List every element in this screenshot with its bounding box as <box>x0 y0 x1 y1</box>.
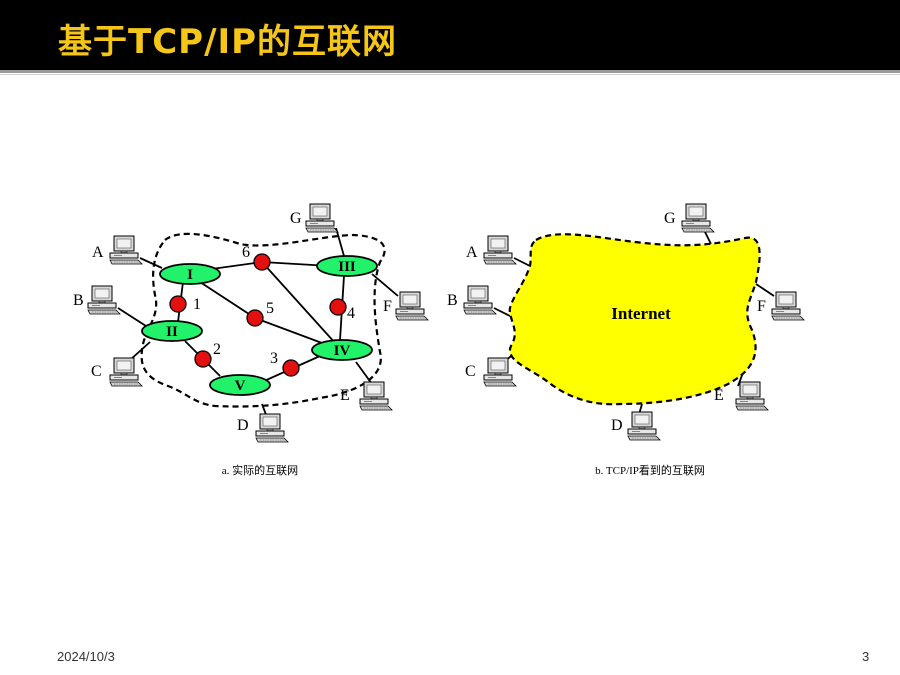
host-label-c: C <box>91 363 102 380</box>
router-labels-a: I II III IV V <box>166 259 356 394</box>
link-nodes-a <box>169 253 347 377</box>
host-label-a: A <box>466 244 478 261</box>
host-labels-a: A B C D E F G <box>73 210 392 434</box>
title-divider <box>0 70 900 73</box>
computer-icon <box>109 357 143 387</box>
title-divider-thin <box>0 74 900 75</box>
router-label-ii: II <box>166 324 178 340</box>
router-label-v: V <box>235 378 246 394</box>
link-label-5: 5 <box>266 300 274 317</box>
computer-icon <box>483 235 517 265</box>
host-label-f: F <box>757 298 766 315</box>
host-label-c: C <box>465 363 476 380</box>
link-label-3: 3 <box>270 350 278 367</box>
computer-icon <box>735 381 769 411</box>
router-iii <box>316 255 378 277</box>
computer-icon <box>305 203 339 233</box>
computer-icon <box>627 411 661 441</box>
router-label-iv: IV <box>334 343 351 359</box>
diagram-b: Internet A B C D E F G b. TCP/IP看到的互联网 <box>447 203 805 477</box>
host-label-b: B <box>73 292 84 309</box>
host-labels-b: A B C D E F G <box>447 210 766 434</box>
caption-a: a. 实际的互联网 <box>222 463 298 477</box>
router-v <box>209 374 271 396</box>
host-label-a: A <box>92 244 104 261</box>
computer-icon <box>109 235 143 265</box>
host-label-d: D <box>611 417 623 434</box>
internet-cloud <box>508 233 761 406</box>
host-label-d: D <box>237 417 249 434</box>
computer-icon <box>483 357 517 387</box>
host-label-e: E <box>714 387 724 404</box>
computer-icon <box>87 285 121 315</box>
internet-label: Internet <box>611 304 671 323</box>
title-bar: 基于TCP/IP的互联网 <box>0 0 900 70</box>
slide-title: 基于TCP/IP的互联网 <box>58 22 398 62</box>
link-labels-a: 1 2 3 4 5 6 <box>193 244 355 367</box>
computer-icon <box>681 203 715 233</box>
diagram-a: 1 2 3 4 5 6 I II III IV V <box>73 203 429 477</box>
link-label-6: 6 <box>242 244 250 261</box>
computer-icon <box>395 291 429 321</box>
computer-icon <box>771 291 805 321</box>
host-label-f: F <box>383 298 392 315</box>
link-label-1: 1 <box>193 296 201 313</box>
router-i <box>159 263 221 285</box>
computer-icon <box>359 381 393 411</box>
router-ii <box>141 320 203 342</box>
host-label-g: G <box>290 210 302 227</box>
caption-b: b. TCP/IP看到的互联网 <box>595 463 705 477</box>
network-boundary-a <box>140 232 386 408</box>
link-label-2: 2 <box>213 341 221 358</box>
router-label-i: I <box>187 267 193 283</box>
host-label-e: E <box>340 387 350 404</box>
slide-page-number: 3 <box>862 649 870 664</box>
routers-a <box>141 255 378 396</box>
host-label-g: G <box>664 210 676 227</box>
host-label-b: B <box>447 292 458 309</box>
router-label-iii: III <box>338 259 356 275</box>
computer-icon <box>255 413 289 443</box>
slide-date: 2024/10/3 <box>57 649 115 664</box>
computer-icon <box>463 285 497 315</box>
link-label-4: 4 <box>347 305 355 322</box>
router-iv <box>311 339 373 361</box>
